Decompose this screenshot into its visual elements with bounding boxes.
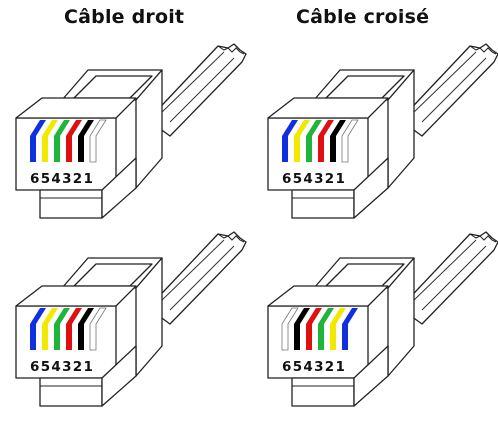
plug-left-bottom: 654321	[10, 228, 250, 428]
plug-bevel	[267, 285, 389, 307]
title-crossover-cable: Câble croisé	[296, 6, 430, 28]
plug-right-bottom: 654321	[262, 228, 498, 428]
wire-black	[78, 120, 94, 162]
cable-conductors	[159, 51, 235, 123]
latch-tab	[291, 189, 355, 219]
wire-yellow	[42, 120, 58, 162]
pin-numbers: 654321	[30, 171, 94, 187]
cable-sheath	[399, 43, 498, 137]
plug-drawing: 654321	[15, 43, 247, 219]
cable-frayed-end	[217, 233, 245, 243]
plug-bevel	[15, 97, 137, 119]
plug-drawing: 654321	[267, 231, 498, 407]
latch-side	[353, 345, 389, 407]
wire-red	[318, 120, 334, 162]
title-straight-cable: Câble droit	[64, 6, 185, 28]
wire-yellow	[42, 308, 58, 350]
plug-bevel	[267, 97, 389, 119]
wire-black	[78, 308, 94, 350]
cable-conductors	[411, 51, 487, 123]
cable	[147, 43, 247, 137]
wire-black	[330, 120, 346, 162]
wire-red	[306, 308, 322, 350]
latch-side	[101, 157, 137, 219]
wire-green	[306, 120, 322, 162]
wire-green	[318, 308, 334, 350]
cable-sheath	[399, 231, 498, 325]
wire-blue	[282, 120, 298, 162]
pin-numbers: 654321	[30, 359, 94, 375]
wire-yellow	[294, 120, 310, 162]
cable-frayed-end	[469, 45, 497, 55]
pin-numbers: 654321	[282, 171, 346, 187]
cable	[399, 231, 498, 325]
wire-red	[66, 120, 82, 162]
wire-green	[54, 120, 70, 162]
wire-green	[54, 308, 70, 350]
cable-frayed-end	[469, 233, 497, 243]
cable-conductors	[411, 239, 487, 311]
wire-white	[341, 119, 359, 163]
wire-blue	[30, 308, 46, 350]
latch-side	[101, 345, 137, 407]
cable-sheath	[147, 43, 247, 137]
wire-blue	[342, 308, 358, 350]
plug-left-top: 654321	[10, 40, 250, 240]
plug-right-top: 654321	[262, 40, 498, 240]
wire-white	[89, 307, 107, 351]
pin-numbers: 654321	[282, 359, 346, 375]
latch-tab	[39, 377, 103, 407]
latch-side	[353, 157, 389, 219]
cable-frayed-end	[217, 45, 245, 55]
plug-drawing: 654321	[267, 43, 498, 219]
wire-red	[66, 308, 82, 350]
wire-white	[89, 119, 107, 163]
cable	[399, 43, 498, 137]
wire-black	[294, 308, 310, 350]
wire-white	[281, 307, 299, 351]
plug-drawing: 654321	[15, 231, 247, 407]
cable-conductors	[159, 239, 235, 311]
wire-blue	[30, 120, 46, 162]
latch-tab	[39, 189, 103, 219]
plug-bevel	[15, 285, 137, 307]
cable-sheath	[147, 231, 247, 325]
latch-tab	[291, 377, 355, 407]
wire-yellow	[330, 308, 346, 350]
cable	[147, 231, 247, 325]
